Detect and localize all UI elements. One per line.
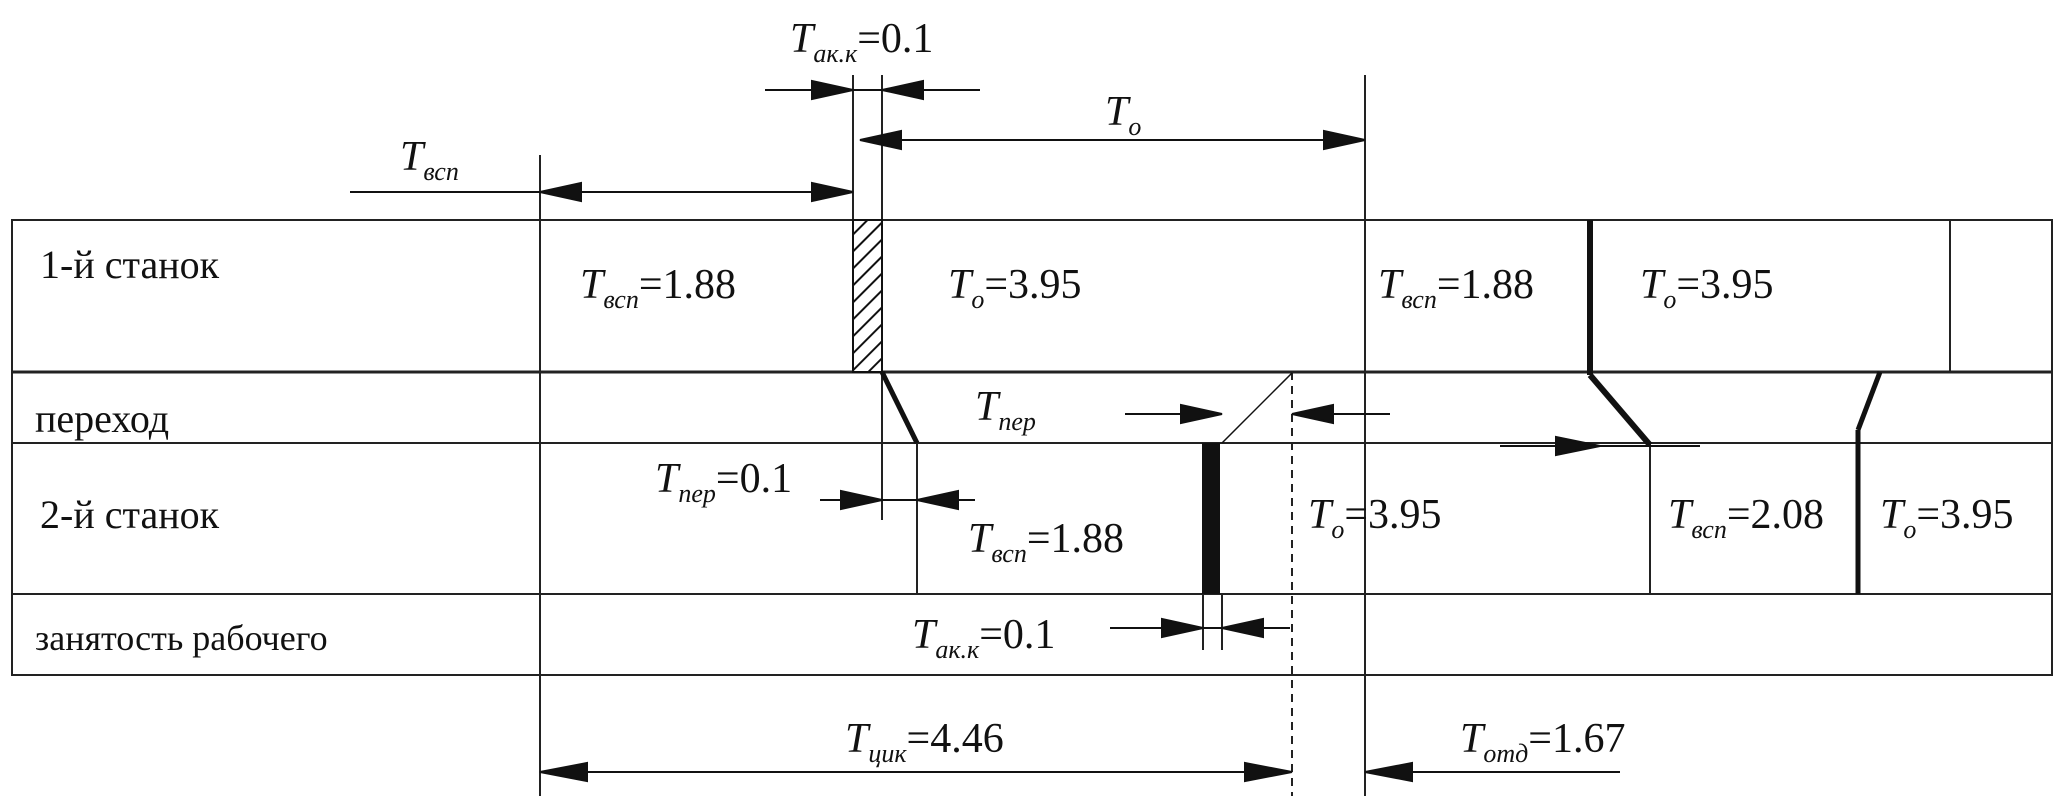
arrow <box>1221 617 1264 639</box>
label-t-per: Tпер <box>975 384 1036 436</box>
arrow <box>539 761 588 783</box>
arrow <box>1244 761 1293 783</box>
value-t-akk-worker: Tак.к=0.1 <box>912 612 1055 664</box>
arrow <box>1323 129 1366 151</box>
arrow <box>811 181 854 203</box>
arrow <box>811 79 854 101</box>
row-label-transition: переход <box>35 396 169 441</box>
arrow <box>1180 403 1223 425</box>
arrow <box>1161 617 1204 639</box>
arrow <box>859 129 902 151</box>
label-t-akk-top: Tак.к=0.1 <box>790 16 933 68</box>
table-grid <box>11 75 2053 796</box>
row-values: Tвсп=1.88 Tо=3.95 Tвсп=1.88 Tо=3.95 Tпер… <box>580 262 2014 664</box>
row-label-machine-2: 2-й станок <box>40 492 220 537</box>
value-t-cik: Tцик=4.46 <box>845 716 1004 768</box>
arrow <box>1364 761 1413 783</box>
value-t-per-machine2: Tпер=0.1 <box>655 456 792 508</box>
value-t-vsp-machine1-b: Tвсп=1.88 <box>1378 262 1534 314</box>
value-t-otd: Tотд=1.67 <box>1460 716 1625 768</box>
black-block <box>1202 443 1220 594</box>
label-t-vsp-top: Tвсп <box>400 134 459 186</box>
row-label-worker-occupancy: занятость рабочего <box>35 618 328 658</box>
thin-slant <box>1221 372 1293 444</box>
value-t-vsp-machine2-a: Tвсп=1.88 <box>968 516 1124 568</box>
value-t-o-machine2-b: Tо=3.95 <box>1880 492 2014 544</box>
label-t-o-top: Tо <box>1105 89 1141 141</box>
value-t-o-machine2-a: Tо=3.95 <box>1308 492 1442 544</box>
arrow <box>539 181 582 203</box>
transition-slant-2 <box>1587 373 1653 447</box>
hatched-block <box>852 219 883 373</box>
dimension-lines <box>350 79 1700 783</box>
arrow <box>1555 435 1601 457</box>
arrow <box>916 489 959 511</box>
transition-slant-1 <box>879 370 920 445</box>
arrow <box>881 79 924 101</box>
table-border <box>11 219 2053 676</box>
bottom-totals: Tцик=4.46 Tотд=1.67 <box>845 716 1625 768</box>
heavy-marks <box>852 219 1883 594</box>
row-label-machine-1: 1-й станок <box>40 242 220 287</box>
dimension-annotations: Tак.к=0.1 Tвсп Tо Tпер <box>400 16 1141 436</box>
arrow <box>840 489 883 511</box>
value-t-o-machine1-a: Tо=3.95 <box>948 262 1082 314</box>
value-t-vsp-machine2-b: Tвсп=2.08 <box>1668 492 1824 544</box>
value-t-vsp-machine1-a: Tвсп=1.88 <box>580 262 736 314</box>
transition-slant-3 <box>1855 371 1883 431</box>
arrow <box>1291 403 1334 425</box>
value-t-o-machine1-b: Tо=3.95 <box>1640 262 1774 314</box>
row-labels: 1-й станок переход 2-й станок занятость … <box>35 242 328 658</box>
